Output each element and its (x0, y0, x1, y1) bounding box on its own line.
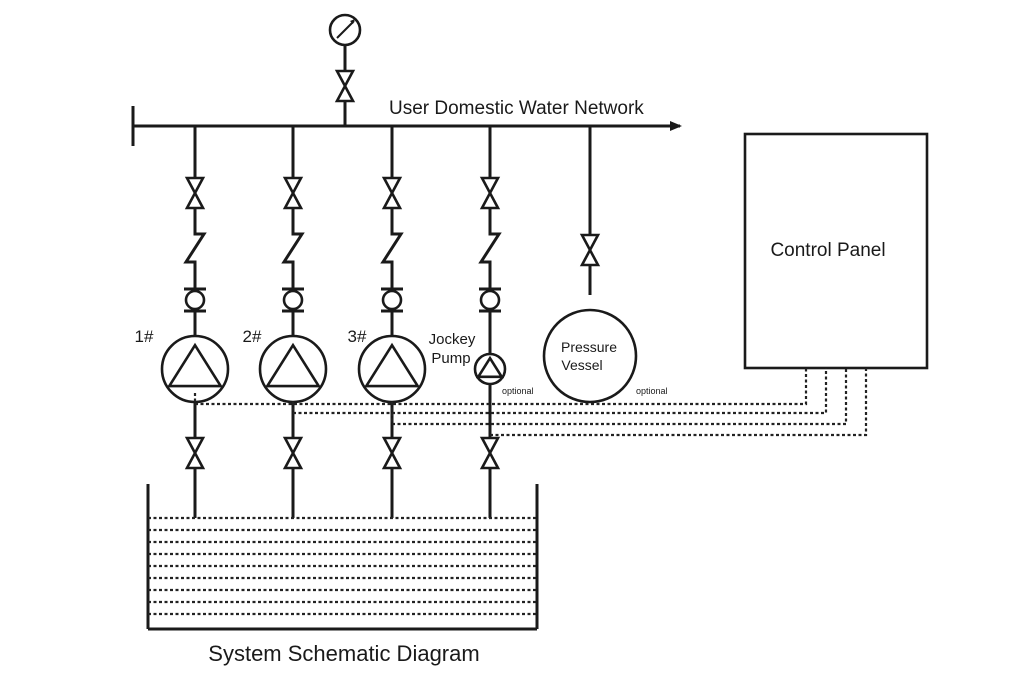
flexible-joint-icon (381, 287, 403, 313)
jockey-pump-label-line2: Pump (431, 350, 470, 367)
pressure-vessel-branch: Pressure Vessel optional (542, 126, 668, 404)
suction-gate-valve-icon (282, 436, 304, 470)
pressure-gauge-assembly (328, 13, 362, 126)
control-panel (743, 132, 929, 370)
flexible-joint-icon (184, 287, 206, 313)
vessel-gate-valve-icon (579, 233, 601, 267)
branch-pump-2 (258, 126, 328, 518)
branch-pump-1 (160, 126, 230, 518)
cable-pump-1 (195, 368, 808, 406)
pump-icon (160, 334, 230, 404)
check-valve-icon (478, 222, 502, 272)
flexible-joint-icon (282, 287, 304, 313)
pressure-vessel-label-line1: Pressure (561, 339, 617, 355)
gate-valve-icon (479, 176, 501, 210)
gate-valve-icon (282, 176, 304, 210)
flexible-joint-icon (479, 287, 501, 313)
jockey-pump-optional-tag: optional (502, 386, 534, 396)
check-valve-icon (281, 222, 305, 272)
gauge-gate-valve-icon (334, 69, 356, 103)
gate-valve-icon (381, 176, 403, 210)
pressure-vessel-label-line2: Vessel (561, 357, 602, 373)
cable-jockey-pump (490, 368, 868, 437)
pressure-gauge-icon (328, 13, 362, 47)
pump-3-label: 3# (348, 327, 367, 346)
gate-valve-icon (184, 176, 206, 210)
check-valve-icon (380, 222, 404, 272)
suction-gate-valve-icon (381, 436, 403, 470)
branch-pump-3 (357, 126, 427, 518)
suction-gate-valve-icon (479, 436, 501, 470)
diagram-caption: System Schematic Diagram (208, 641, 479, 666)
pump-1-label: 1# (135, 327, 154, 346)
pump-icon (258, 334, 328, 404)
cable-pump-2 (293, 368, 828, 415)
pump-icon (357, 334, 427, 404)
pressure-vessel (542, 308, 638, 404)
network-label: User Domestic Water Network (389, 98, 644, 119)
jockey-pump-icon (473, 352, 507, 386)
cable-pump-3 (392, 368, 848, 426)
check-valve-icon (183, 222, 207, 272)
control-panel-label: Control Panel (770, 240, 885, 261)
pressure-vessel-optional-tag: optional (636, 386, 668, 396)
jockey-pump-label-line1: Jockey (429, 331, 476, 348)
suction-gate-valve-icon (184, 436, 206, 470)
control-cables (193, 368, 868, 437)
branch-jockey (473, 126, 507, 518)
water-tank-icon (146, 484, 539, 631)
pump-2-label: 2# (243, 327, 262, 346)
